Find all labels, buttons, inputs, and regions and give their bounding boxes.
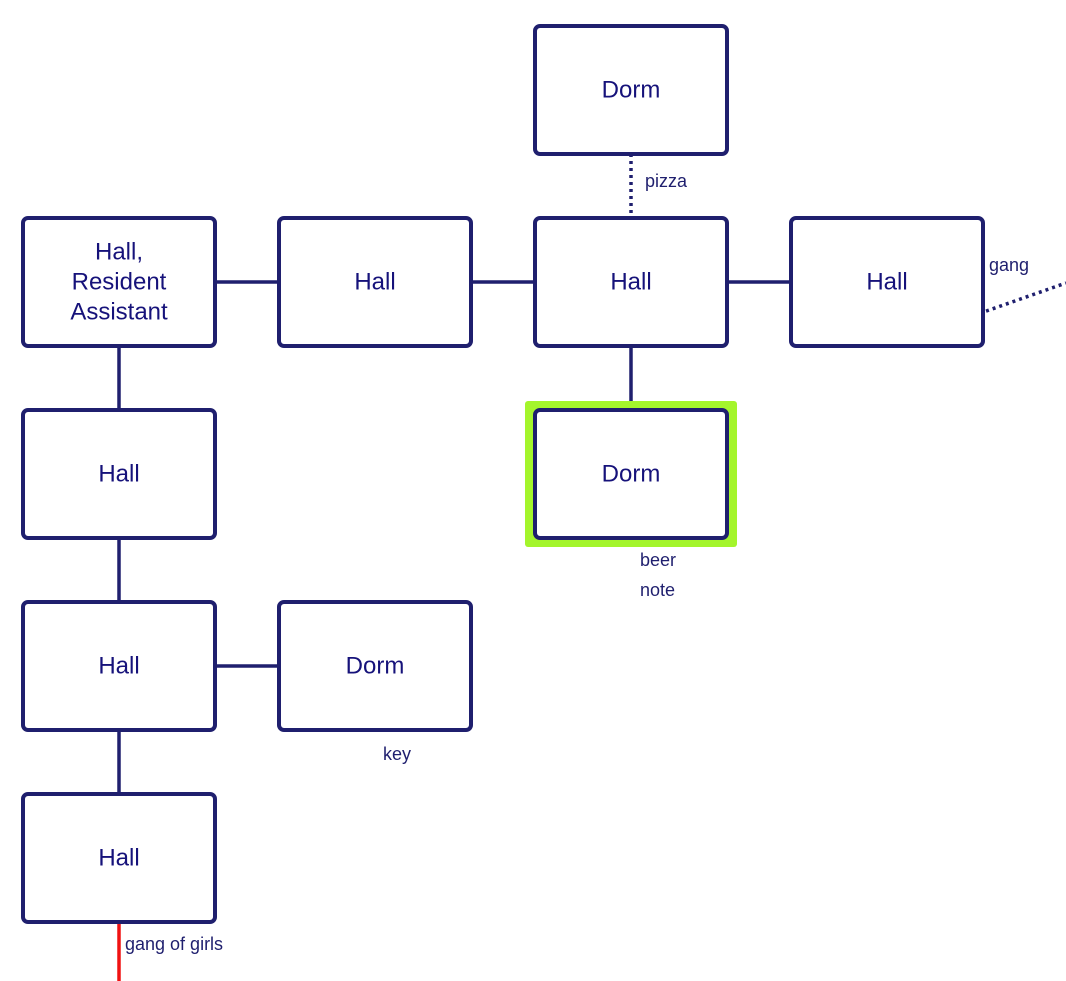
node-note: note bbox=[640, 580, 675, 600]
node-label: Dorm bbox=[602, 77, 661, 104]
node-hall-left-4[interactable]: Hall bbox=[21, 792, 217, 924]
node-box bbox=[21, 792, 217, 924]
node-label: Resident bbox=[72, 269, 167, 296]
node-note: beer bbox=[640, 550, 676, 570]
node-label: Hall, bbox=[95, 239, 143, 266]
node-hall-4[interactable]: Hall bbox=[789, 216, 985, 348]
node-box bbox=[533, 408, 729, 540]
node-label: Hall bbox=[98, 461, 139, 488]
node-label: Dorm bbox=[346, 653, 405, 680]
node-dorm-key[interactable]: Dorm bbox=[277, 600, 473, 732]
node-box bbox=[789, 216, 985, 348]
node-label: Hall bbox=[98, 653, 139, 680]
edges-layer bbox=[117, 154, 1066, 981]
labels-layer: pizza gang gang of girls beer note key bbox=[125, 171, 1029, 954]
node-box bbox=[277, 600, 473, 732]
edge-label: pizza bbox=[645, 171, 688, 191]
node-label: Hall bbox=[98, 845, 139, 872]
node-hall-3[interactable]: Hall bbox=[533, 216, 729, 348]
node-box bbox=[533, 216, 729, 348]
node-box bbox=[533, 24, 729, 156]
node-label: Hall bbox=[866, 269, 907, 296]
node-box bbox=[21, 408, 217, 540]
node-box bbox=[21, 600, 217, 732]
node-hall-2[interactable]: Hall bbox=[277, 216, 473, 348]
node-hall-left-2[interactable]: Hall bbox=[21, 408, 217, 540]
edge-label: gang bbox=[989, 255, 1029, 275]
node-box bbox=[21, 216, 217, 348]
node-note: key bbox=[383, 744, 411, 764]
node-hall-left-3[interactable]: Hall bbox=[21, 600, 217, 732]
node-label: Assistant bbox=[70, 299, 168, 326]
node-dorm-top[interactable]: Dorm bbox=[533, 24, 729, 156]
edge-label: gang of girls bbox=[125, 934, 223, 954]
node-label: Hall bbox=[354, 269, 395, 296]
node-box bbox=[277, 216, 473, 348]
node-label: Hall bbox=[610, 269, 651, 296]
node-label: Dorm bbox=[602, 461, 661, 488]
node-dorm-current[interactable]: Dorm bbox=[525, 401, 737, 547]
